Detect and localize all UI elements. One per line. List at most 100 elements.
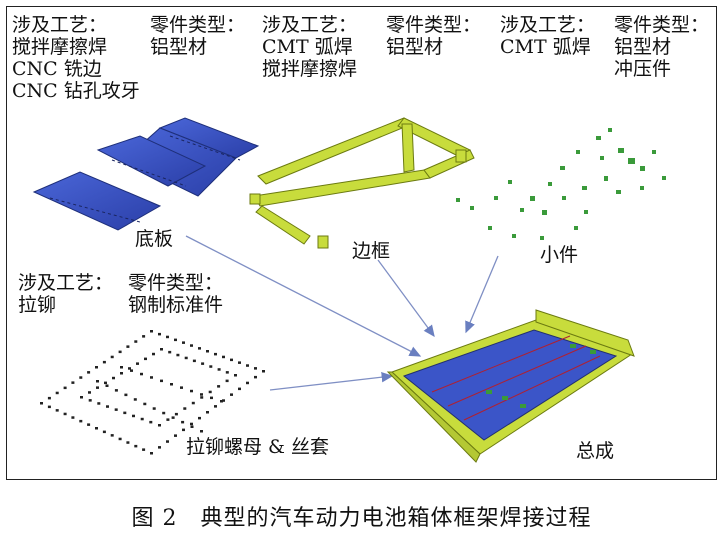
rivet-nut	[254, 375, 257, 379]
rivet-nut	[150, 376, 153, 379]
rivet-nut	[142, 335, 146, 338]
rivet-nut	[246, 381, 249, 385]
rivet-nut	[208, 390, 212, 394]
rivet-nut	[55, 391, 59, 395]
floor-type-1: 铝型材	[150, 36, 208, 58]
rivet-nut	[152, 407, 156, 410]
rivet-nut	[104, 381, 107, 385]
rivet-nut	[40, 402, 43, 405]
frame-process-1: CMT 弧焊	[262, 36, 353, 58]
rivet-type-block: 零件类型： 钢制标准件	[128, 272, 223, 316]
rivet-nut	[198, 416, 201, 420]
rivet-nut	[225, 379, 229, 383]
rivet-nut	[123, 411, 127, 415]
rivet-nut	[220, 400, 223, 403]
rivet-nut	[201, 362, 205, 365]
frame-type-1: 铝型材	[386, 36, 444, 58]
rivet-nut	[134, 340, 138, 343]
rivet-nut	[87, 371, 91, 374]
side-frame	[249, 117, 475, 249]
floor-type-label: 零件类型：	[150, 14, 246, 36]
rivet-nut	[182, 341, 185, 344]
rivet-nut	[225, 371, 229, 374]
rivet-nut	[102, 430, 106, 434]
small-process-1: CMT 弧焊	[500, 36, 591, 58]
rivet-nut	[95, 366, 98, 369]
rivet-nut	[183, 407, 187, 410]
rivet-nut	[171, 416, 175, 419]
rivet-nut	[140, 372, 143, 376]
rivet-nut	[181, 420, 185, 424]
rivet-nut	[162, 411, 166, 415]
rivet-nut	[47, 405, 51, 409]
rivet-nut	[150, 330, 153, 333]
rivet-nut	[230, 358, 233, 362]
rivet-nut	[110, 355, 114, 359]
rivet-nut	[206, 350, 209, 353]
small-process-block: 涉及工艺： CMT 弧焊	[500, 14, 595, 58]
rivet-nut	[190, 389, 193, 393]
rivet-nut	[96, 380, 99, 383]
rivet-nut	[112, 376, 115, 380]
assembly-name: 总成	[576, 440, 615, 462]
small-process-label: 涉及工艺：	[500, 14, 596, 36]
rivet-nut	[79, 419, 83, 423]
floor-type-block: 零件类型： 铝型材	[150, 14, 245, 58]
rivet-nut	[97, 402, 101, 405]
floor-process-2: CNC 铣边	[12, 58, 102, 80]
assembly	[386, 309, 635, 463]
rivet-nut	[140, 417, 144, 421]
figure-caption: 图 2 典型的汽车动力电池箱体框架焊接过程	[131, 506, 592, 531]
rivet-nut	[102, 360, 106, 364]
rivet-process-label: 涉及工艺：	[18, 272, 114, 294]
rivet-nut	[105, 384, 109, 387]
rivet-nut	[96, 386, 99, 389]
rivet-nut	[47, 396, 51, 400]
rivet-nut	[136, 362, 139, 365]
rivet-nut	[209, 365, 213, 368]
rivet-nut	[87, 423, 91, 426]
rivet-nut	[132, 414, 135, 418]
rivet-nut	[230, 393, 233, 396]
rivet-nut	[217, 385, 221, 388]
rivet-nut	[168, 350, 172, 354]
floor-plate	[32, 171, 162, 231]
rivet-nut	[120, 366, 123, 369]
rivet-nut	[174, 412, 178, 416]
rivet-nut	[71, 416, 75, 419]
flow-arrows	[185, 235, 499, 391]
rivet-nut	[182, 428, 185, 432]
rivet-nut	[166, 418, 170, 421]
rivet-nut	[234, 374, 237, 377]
rivet-nut	[118, 437, 122, 441]
frame-process-label: 涉及工艺：	[262, 14, 358, 36]
rivet-nut	[174, 434, 177, 437]
small-type-label: 零件类型：	[614, 14, 710, 36]
rivet-nut	[118, 350, 122, 354]
rivet-nut	[191, 401, 195, 405]
rivet-nut	[110, 434, 114, 437]
rivet-nut	[150, 452, 153, 455]
floor-plates	[32, 117, 260, 231]
rivet-nut	[200, 430, 203, 433]
rivet-nut	[166, 335, 169, 339]
rivet-nut	[174, 338, 177, 342]
rivet-nut	[190, 422, 193, 426]
rivet-nut	[143, 402, 147, 406]
floor-process-3: CNC 钻孔攻牙	[12, 80, 140, 102]
rivet-type-1: 钢制标准件	[128, 294, 224, 316]
rivet-nut	[63, 386, 67, 390]
rivet-nut	[200, 396, 204, 399]
rivet-nut	[176, 353, 180, 357]
rivet-nut	[134, 444, 138, 448]
small-type-block: 零件类型： 铝型材 冲压件	[614, 14, 709, 80]
rivet-nut	[142, 448, 146, 451]
rivet-nut	[190, 344, 193, 347]
rivet-nut	[158, 332, 161, 336]
rivet-nut	[198, 347, 201, 350]
small-parts	[456, 128, 666, 240]
rivet-nut	[160, 379, 163, 383]
rivet-nut	[180, 386, 183, 389]
small-type-2: 冲压件	[614, 58, 672, 80]
frame-process-2: 搅拌摩擦焊	[262, 58, 358, 80]
